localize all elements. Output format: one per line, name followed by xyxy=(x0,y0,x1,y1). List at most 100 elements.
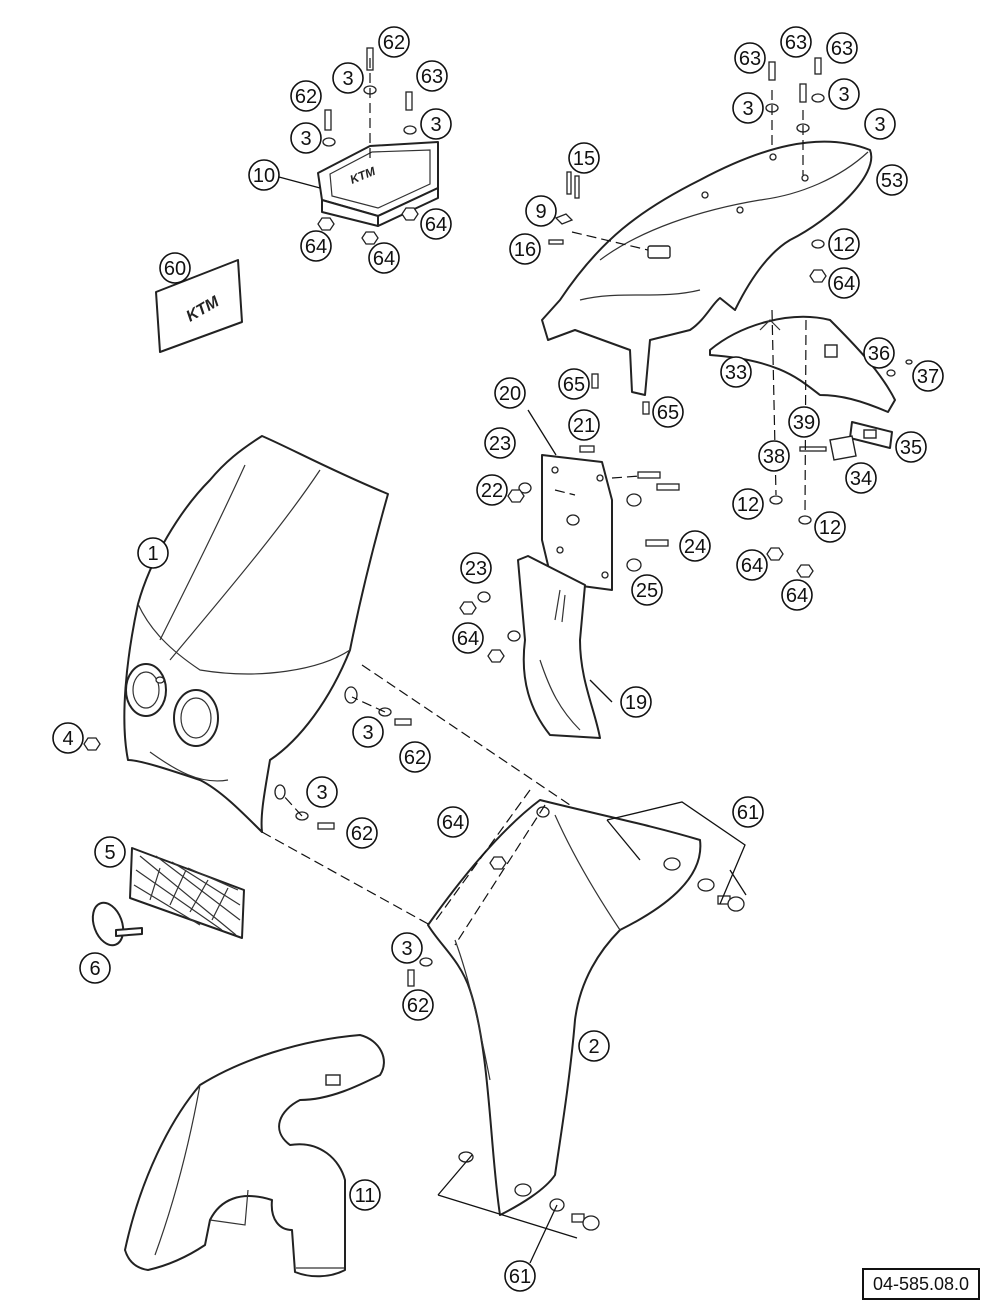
callout-label: 61 xyxy=(737,802,759,824)
callout-circle xyxy=(734,42,766,74)
callout-circle xyxy=(349,1179,381,1211)
callout-label: 10 xyxy=(253,165,275,187)
callout-label: 3 xyxy=(300,128,311,150)
callout-screw: 63 xyxy=(416,60,448,92)
callout-washer: 3 xyxy=(332,62,364,94)
callout-tank-pad: 10 xyxy=(248,159,280,191)
callout-circle xyxy=(758,440,790,472)
callout-label: 6 xyxy=(89,958,100,980)
callout-washer: 12 xyxy=(828,228,860,260)
callout-circle xyxy=(732,796,764,828)
callout-bracket: 39 xyxy=(788,406,820,438)
callout-circle xyxy=(290,80,322,112)
callout-mud-flap-bracket: 20 xyxy=(494,377,526,409)
callout-label: 33 xyxy=(725,362,747,384)
callout-circle xyxy=(159,252,191,284)
callout-label: 64 xyxy=(786,585,808,607)
callout-circle xyxy=(863,337,895,369)
callout-label: 3 xyxy=(342,68,353,90)
callout-license-plate-holder: 33 xyxy=(720,356,752,388)
callout-circle xyxy=(732,488,764,520)
callout-circle xyxy=(876,164,908,196)
callout-circle xyxy=(378,26,410,58)
callout-circle xyxy=(568,409,600,441)
plate-light-part xyxy=(849,421,893,449)
callout-label: 5 xyxy=(104,842,115,864)
callout-label: 64 xyxy=(741,555,763,577)
callout-label: 35 xyxy=(900,437,922,459)
callout-screw: 65 xyxy=(652,396,684,428)
callout-washer: 23 xyxy=(460,552,492,584)
callout-washer: 3 xyxy=(391,932,423,964)
callout-clip: 9 xyxy=(525,195,557,227)
callout-label: 53 xyxy=(881,170,903,192)
callout-nut: 64 xyxy=(300,230,332,262)
callout-nut: 64 xyxy=(828,267,860,299)
callout-label: 64 xyxy=(442,812,464,834)
callout-nut: 4 xyxy=(52,722,84,754)
callout-circle xyxy=(781,579,813,611)
callout-washer: 12 xyxy=(814,511,846,543)
mud-flap-part xyxy=(517,555,601,739)
side-panel-part xyxy=(427,799,702,1216)
callout-label: 65 xyxy=(657,402,679,424)
callout-label: 61 xyxy=(509,1266,531,1288)
callout-circle xyxy=(306,776,338,808)
callout-screw: 63 xyxy=(734,42,766,74)
callout-rear-fender: 53 xyxy=(876,164,908,196)
callout-screw: 24 xyxy=(679,530,711,562)
callout-side-panel: 2 xyxy=(578,1030,610,1062)
callout-label: 1 xyxy=(147,543,158,565)
drawing-number: 04-585.08.0 xyxy=(862,1268,980,1300)
callout-label: 24 xyxy=(684,536,706,558)
callout-label: 38 xyxy=(763,446,785,468)
callout-grille: 5 xyxy=(94,836,126,868)
callout-label: 62 xyxy=(351,823,373,845)
callout-label: 36 xyxy=(868,343,890,365)
callout-nut: 64 xyxy=(368,242,400,274)
callout-circle xyxy=(420,108,452,140)
tank-pad-part: KTM xyxy=(317,141,439,227)
callout-circle xyxy=(578,1030,610,1062)
callout-screw: 63 xyxy=(780,26,812,58)
callout-plate-light: 35 xyxy=(895,431,927,463)
callout-label: 62 xyxy=(407,995,429,1017)
callout-label: 12 xyxy=(819,517,841,539)
callout-circle xyxy=(420,208,452,240)
bracket-34-part xyxy=(829,435,857,461)
callout-screw: 62 xyxy=(402,989,434,1021)
callout-washer: 3 xyxy=(732,92,764,124)
callout-circle xyxy=(652,396,684,428)
callout-circle xyxy=(912,360,944,392)
callout-front-fender: 11 xyxy=(349,1179,381,1211)
callout-circle xyxy=(732,92,764,124)
callout-label: 22 xyxy=(481,480,503,502)
callout-label: 65 xyxy=(563,374,585,396)
callout-circle xyxy=(416,60,448,92)
callout-circle xyxy=(631,574,663,606)
callout-circle xyxy=(332,62,364,94)
callout-circle xyxy=(137,537,169,569)
callout-circle xyxy=(814,511,846,543)
callout-nut: 64 xyxy=(781,579,813,611)
callout-circle xyxy=(484,427,516,459)
callout-label: 15 xyxy=(573,148,595,170)
callout-label: 3 xyxy=(742,98,753,120)
callout-label: 21 xyxy=(573,415,595,437)
callout-screw: 63 xyxy=(826,32,858,64)
callout-washer: 3 xyxy=(828,78,860,110)
callout-bracket: 34 xyxy=(845,462,877,494)
callout-label: 63 xyxy=(739,48,761,70)
callout-circle xyxy=(399,741,431,773)
callout-label: 2 xyxy=(588,1036,599,1058)
callout-circle xyxy=(780,26,812,58)
callout-nut: 22 xyxy=(476,474,508,506)
callout-circle xyxy=(864,108,896,140)
callout-circle xyxy=(391,932,423,964)
callout-screw: 62 xyxy=(346,817,378,849)
callout-circle xyxy=(402,989,434,1021)
callout-circle xyxy=(736,549,768,581)
callout-washer: 3 xyxy=(306,776,338,808)
callout-label: 9 xyxy=(535,201,546,223)
